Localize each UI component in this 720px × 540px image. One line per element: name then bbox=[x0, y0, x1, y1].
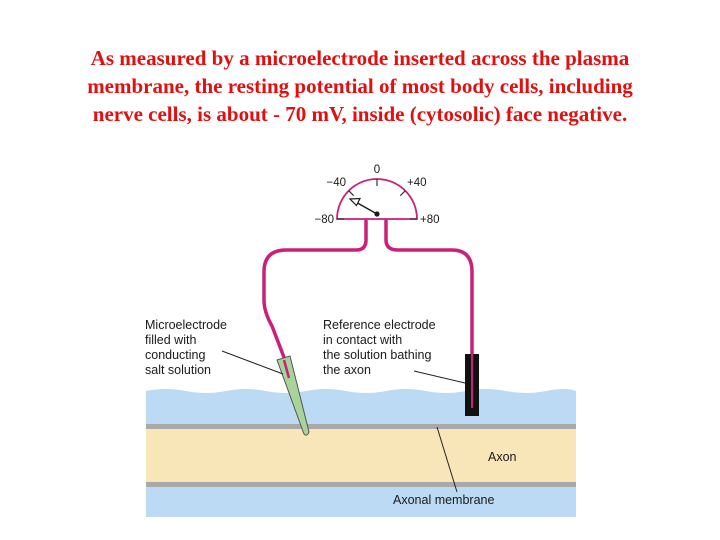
title-line-1: As measured by a microelectrode inserted… bbox=[90, 46, 630, 70]
reference-electrode-wire bbox=[384, 219, 474, 358]
scale-label-minus-80: −80 bbox=[314, 214, 334, 226]
reference-electrode bbox=[465, 354, 479, 416]
scale-label-plus-40: +40 bbox=[407, 177, 427, 189]
microelectrode-wire-core bbox=[282, 359, 291, 379]
reference-label: Reference electrode in contact with the … bbox=[323, 318, 436, 377]
reference-label-line-4: the axon bbox=[323, 363, 371, 377]
axon-label: Axon bbox=[488, 450, 517, 464]
slide-title: As measured by a microelectrode inserted… bbox=[20, 44, 700, 128]
extracellular-solution-bottom bbox=[146, 487, 576, 517]
microelectrode-wire bbox=[262, 219, 368, 362]
title-line-2: membrane, the resting potential of most … bbox=[87, 74, 633, 98]
membrane-leader bbox=[436, 426, 458, 493]
reference-label-line-2: in contact with bbox=[323, 333, 402, 347]
scale-label-minus-40: −40 bbox=[326, 177, 346, 189]
needle-arrowhead bbox=[348, 197, 361, 207]
title-line-3: nerve cells, is about - 70 mV, inside (c… bbox=[92, 102, 628, 126]
voltmeter-dial bbox=[336, 178, 418, 220]
microelectrode-label-line-3: conducting bbox=[145, 348, 206, 362]
microelectrode-label-line-4: salt solution bbox=[145, 363, 211, 377]
axonal-membrane-label: Axonal membrane bbox=[393, 493, 494, 507]
reference-label-line-3: the solution bathing bbox=[323, 348, 431, 362]
axonal-membrane-lower bbox=[146, 482, 576, 487]
microelectrode-glass bbox=[276, 355, 310, 436]
extracellular-solution-top bbox=[146, 389, 576, 426]
microelectrode-label: Microelectrode filled with conducting sa… bbox=[145, 318, 227, 377]
reference-label-line-1: Reference electrode bbox=[323, 318, 436, 332]
microelectrode bbox=[276, 355, 310, 436]
axon-cytosol bbox=[146, 429, 576, 482]
axonal-membrane-upper bbox=[146, 424, 576, 429]
scale-label-plus-80: +80 bbox=[420, 214, 440, 226]
voltmeter: 0 −40 +40 −80 +80 bbox=[314, 164, 439, 226]
reference-leader bbox=[413, 370, 466, 384]
microelectrode-label-line-1: Microelectrode bbox=[145, 318, 227, 332]
needle-pivot bbox=[374, 211, 380, 217]
microelectrode-leader bbox=[221, 350, 284, 375]
microelectrode-label-line-2: filled with bbox=[145, 333, 196, 347]
scale-label-zero: 0 bbox=[374, 164, 380, 176]
